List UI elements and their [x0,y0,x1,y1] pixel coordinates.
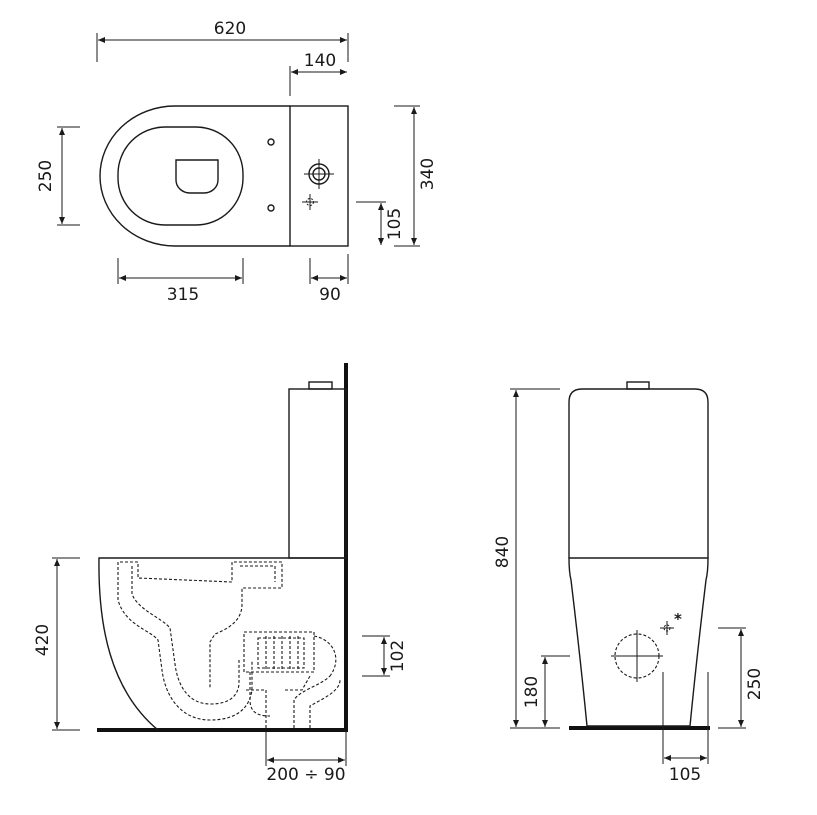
trapway-outer [117,562,253,721]
asterisk-mark: * [674,610,682,628]
front-view: * 840 180 250 105 [493,381,765,785]
front-flush-button [626,381,650,390]
side-tank-outline [288,388,347,559]
dim-waste-height: 250 [745,668,765,700]
dim-bowl-length: 315 [167,285,199,305]
dim-seat-width: 250 [36,160,56,192]
inner-bowl [175,159,219,194]
front-bowl-outline [568,557,709,727]
waste-outlet-icon [611,630,663,682]
top-bowl-outline [99,105,290,247]
outlet-connector [243,631,341,728]
dim-overall-width: 620 [214,19,246,39]
dim-overall-height: 840 [493,536,513,568]
rim-channel [120,561,283,688]
side-flush-button [308,381,333,390]
trapway-inner [131,566,240,705]
hinge-hole-top [267,138,275,146]
rim-channel-inner [240,565,276,582]
top-tank-outline [289,105,349,247]
dim-overall-depth: 340 [418,158,438,190]
dim-tank-depth: 140 [304,51,336,71]
dim-inlet-height: 180 [522,676,542,708]
dim-inlet-offset: 90 [319,285,341,305]
dim-outlet-distance: 200 ÷ 90 [266,765,345,785]
dim-outlet-height: 102 [388,640,408,672]
side-bowl-outline [98,557,346,731]
seat-opening [117,126,244,226]
flush-button-icon [304,159,334,189]
hinge-hole-bottom [267,204,275,212]
front-inlet-icon [660,621,674,635]
front-tank-outline [568,388,709,558]
dim-waste-width: 105 [669,765,701,785]
side-view: 420 102 200 ÷ 90 [33,363,408,785]
water-inlet-icon [302,194,318,210]
dim-waste-offset: 105 [385,208,405,240]
dim-bowl-height: 420 [33,624,53,656]
top-view: 620 140 250 340 105 315 90 [36,19,438,305]
